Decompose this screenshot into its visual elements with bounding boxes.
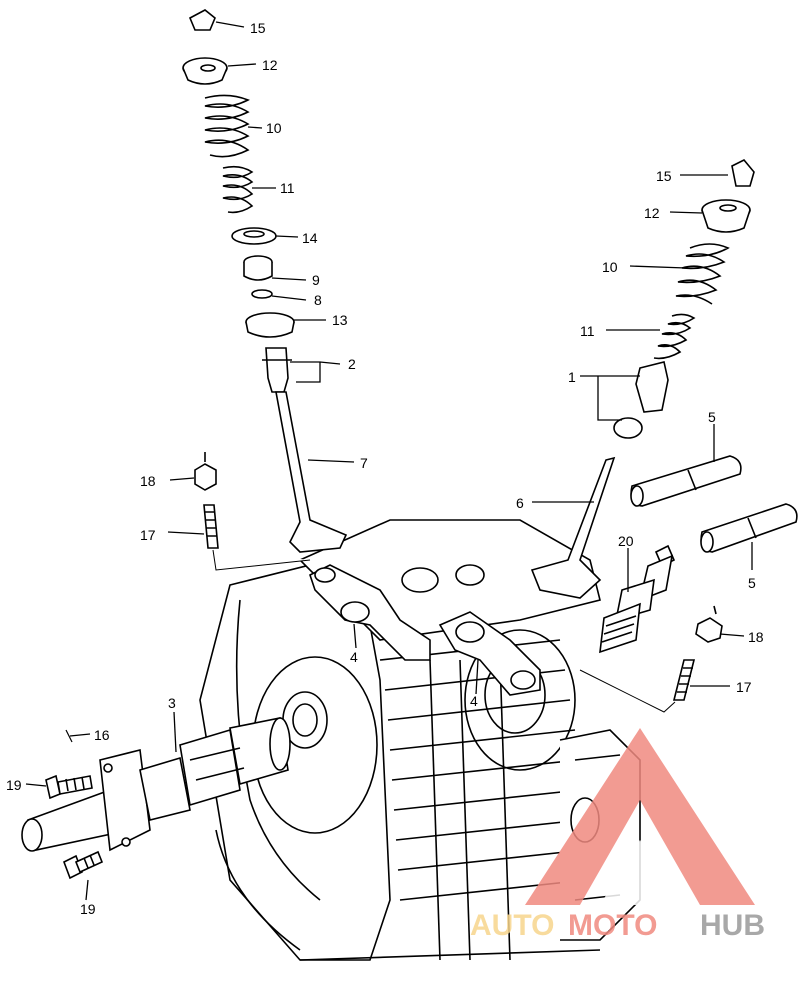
label-17b: 17 — [736, 679, 752, 695]
label-17a: 17 — [140, 527, 156, 543]
bolt-17-left — [203, 504, 311, 571]
label-11a: 11 — [280, 180, 295, 196]
label-16: 16 — [94, 727, 110, 743]
label-10b: 10 — [602, 259, 618, 275]
label-14: 14 — [302, 230, 318, 246]
label-3: 3 — [168, 695, 176, 711]
label-6: 6 — [516, 495, 524, 511]
label-4a: 4 — [350, 649, 358, 665]
rocker-arm-right — [438, 611, 541, 696]
label-4b: 4 — [470, 693, 478, 709]
nut-18-right — [695, 605, 723, 643]
watermark-triangle-icon — [525, 728, 755, 905]
label-10a: 10 — [266, 120, 282, 136]
label-2: 2 — [348, 356, 356, 372]
camshaft-3 — [21, 717, 291, 852]
bolt-19-lower — [62, 850, 104, 880]
valve-stack-right — [530, 159, 755, 599]
label-19b: 19 — [80, 901, 96, 917]
bolt-17-right — [579, 659, 696, 713]
label-15a: 15 — [250, 20, 266, 36]
nut-18-left — [194, 452, 217, 491]
rocker-arm-left — [309, 564, 431, 661]
watermark-text-auto: AUTO — [470, 909, 554, 942]
leader-lines — [25, 21, 753, 901]
label-12b: 12 — [644, 205, 660, 221]
label-12a: 12 — [262, 57, 278, 73]
label-8: 8 — [314, 292, 322, 308]
label-19a: 19 — [6, 777, 22, 793]
valve-stack-left — [182, 9, 348, 553]
watermark-logo: AUTO MOTO HUB — [470, 728, 765, 942]
label-1: 1 — [568, 369, 576, 385]
label-7: 7 — [360, 455, 368, 471]
label-9: 9 — [312, 272, 320, 288]
label-18a: 18 — [140, 473, 156, 489]
spark-plug-20 — [599, 544, 676, 654]
label-15b: 15 — [656, 168, 672, 184]
pin-5-lower — [700, 503, 798, 553]
pin-5-upper — [630, 455, 742, 507]
label-20: 20 — [618, 533, 634, 549]
label-18b: 18 — [748, 629, 764, 645]
label-13: 13 — [332, 312, 348, 328]
watermark-text-hub: HUB — [700, 909, 765, 942]
bolt-19-upper — [45, 774, 93, 800]
part-labels: 15 12 10 11 14 9 8 13 2 7 18 17 15 12 10… — [6, 20, 764, 917]
label-5a: 5 — [708, 409, 716, 425]
label-11b: 11 — [580, 323, 595, 339]
label-5b: 5 — [748, 575, 756, 591]
watermark-text-moto: MOTO — [568, 909, 657, 942]
